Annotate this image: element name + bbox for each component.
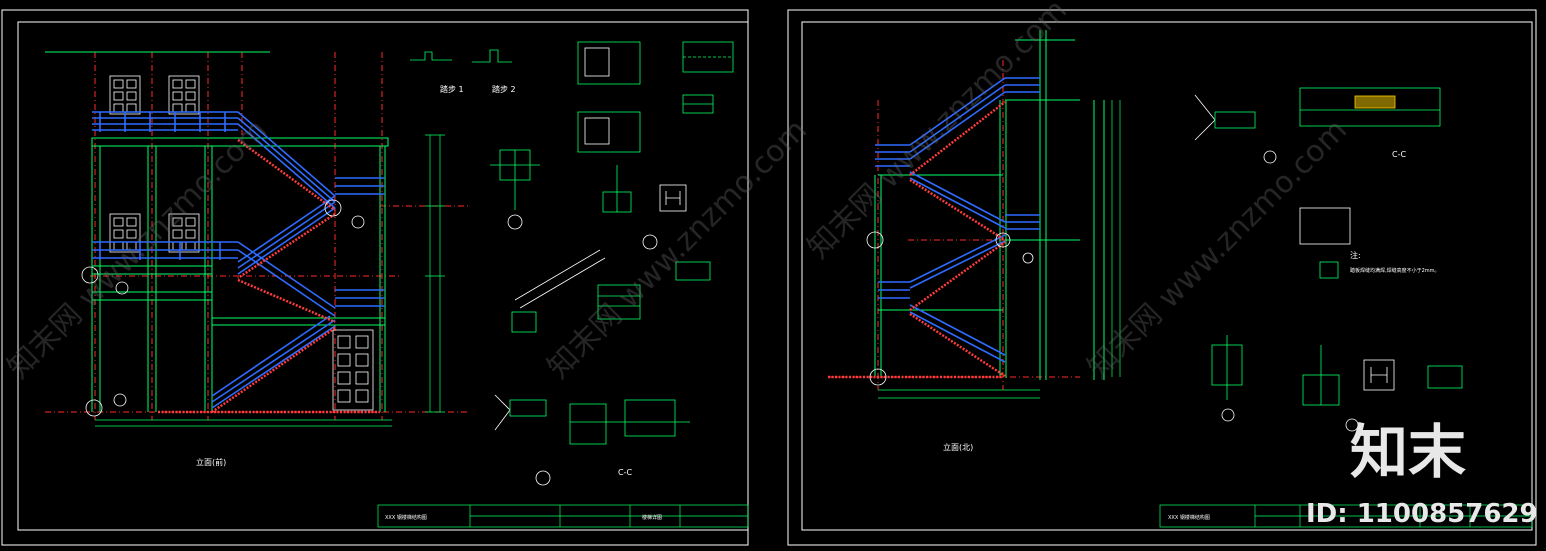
- right-stair-railings: [875, 77, 1040, 363]
- right-sheet-outer-frame: [787, 9, 1537, 546]
- right-sheet-inner-frame: [801, 21, 1533, 531]
- right-elevation-title: 立面(北): [943, 442, 973, 452]
- watermark-text-2: 知末网 www.znzmo.com: [541, 113, 814, 386]
- watermark-text-3: 知末网 www.znzmo.com: [801, 0, 1074, 266]
- left-section-label: C-C: [618, 468, 632, 477]
- right-note-title: 注:: [1350, 250, 1361, 260]
- right-sheet: 立面(北) C-C 注: 踏板焊缝均满焊,焊缝高度不小于2mm。 XXX 钢楼梯…: [787, 9, 1537, 546]
- right-note-text: 踏板焊缝均满焊,焊缝高度不小于2mm。: [1350, 267, 1440, 274]
- left-title-block: [377, 504, 749, 528]
- right-section-label: C-C: [1392, 150, 1406, 159]
- watermark-id: ID: 1100857629: [1306, 499, 1538, 529]
- left-step2-label: 踏步 2: [492, 84, 516, 94]
- left-title-block-project: XXX 钢楼梯结构图: [385, 514, 427, 521]
- watermark-layer: 知末网 www.znzmo.com 知末网 www.znzmo.com 知末网 …: [1, 0, 1538, 529]
- left-dimensions: [95, 134, 445, 427]
- right-detail-bubbles: [1221, 150, 1359, 432]
- left-sheet: 踏步 1 踏步 2 立面(前) C-C XXX 钢楼梯结构图 楼梯详图: [1, 9, 749, 546]
- left-stair-stringers: [158, 138, 380, 414]
- right-stair-stringers: [828, 101, 1006, 379]
- left-axis-bubbles: [81, 199, 365, 417]
- right-dimensions: [878, 100, 1121, 399]
- right-axis-bubbles: [866, 231, 1034, 386]
- right-building-frame: [874, 30, 1105, 380]
- left-sheet-inner-frame: [17, 21, 749, 531]
- left-stair-railings: [92, 111, 385, 409]
- left-elevation-title: 立面(前): [196, 457, 226, 467]
- left-building-frame: [45, 51, 389, 412]
- left-details: [410, 41, 734, 445]
- right-title-block-project: XXX 钢楼梯结构图: [1168, 514, 1210, 521]
- right-title-block: [1159, 504, 1533, 528]
- watermark-logo: 知末: [1350, 418, 1466, 486]
- left-detail-bubbles: [507, 214, 658, 486]
- watermark-text-1: 知末网 www.znzmo.com: [1, 113, 274, 386]
- left-step1-label: 踏步 1: [440, 84, 464, 94]
- left-title-block-drawing: 楼梯详图: [642, 514, 662, 521]
- right-details: [1194, 87, 1463, 406]
